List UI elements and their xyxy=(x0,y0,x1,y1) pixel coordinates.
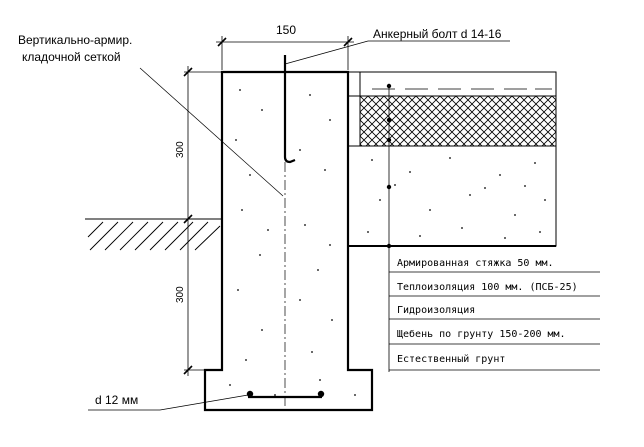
layer-label-2: Теплоизоляция 100 мм. (ПСБ-25) xyxy=(397,282,578,293)
layer-label-3: Гидроизоляция xyxy=(397,305,475,316)
anchor-label: Анкерный болт d 14-16 xyxy=(373,27,502,41)
leader-wall: Вертикально-армир. кладочной сеткой xyxy=(18,33,284,197)
ground-hatch xyxy=(85,218,222,251)
screed-layer xyxy=(347,71,557,97)
dim-lower-text: 300 xyxy=(175,286,186,303)
dimension-left: 300 300 xyxy=(175,66,222,376)
dimension-top: 150 xyxy=(216,23,354,70)
rebar-left xyxy=(246,390,254,398)
layer-label-5: Естественный грунт xyxy=(397,353,505,365)
layer-leader xyxy=(386,83,600,372)
layer-label-1: Армированная стяжка 50 мм. xyxy=(397,258,554,269)
layer-label-4: Щебень по грунту 150-200 мм. xyxy=(397,328,566,340)
leader-rebar: d 12 мм xyxy=(88,393,249,411)
rebar-label: d 12 мм xyxy=(95,393,138,407)
foundation-body xyxy=(203,70,374,412)
wall-label-line2: кладочной сеткой xyxy=(22,50,121,64)
anchor-bolt xyxy=(283,55,296,164)
layer-labels: Армированная стяжка 50 мм. Теплоизоляция… xyxy=(397,258,578,365)
gravel-layer xyxy=(347,145,557,247)
dim-top-text: 150 xyxy=(276,23,296,37)
floor-layers xyxy=(347,71,557,247)
rebar-right xyxy=(317,390,325,398)
wall-label-line1: Вертикально-армир. xyxy=(18,33,132,47)
dim-upper-text: 300 xyxy=(175,141,186,158)
leader-anchor: Анкерный болт d 14-16 xyxy=(284,27,510,65)
